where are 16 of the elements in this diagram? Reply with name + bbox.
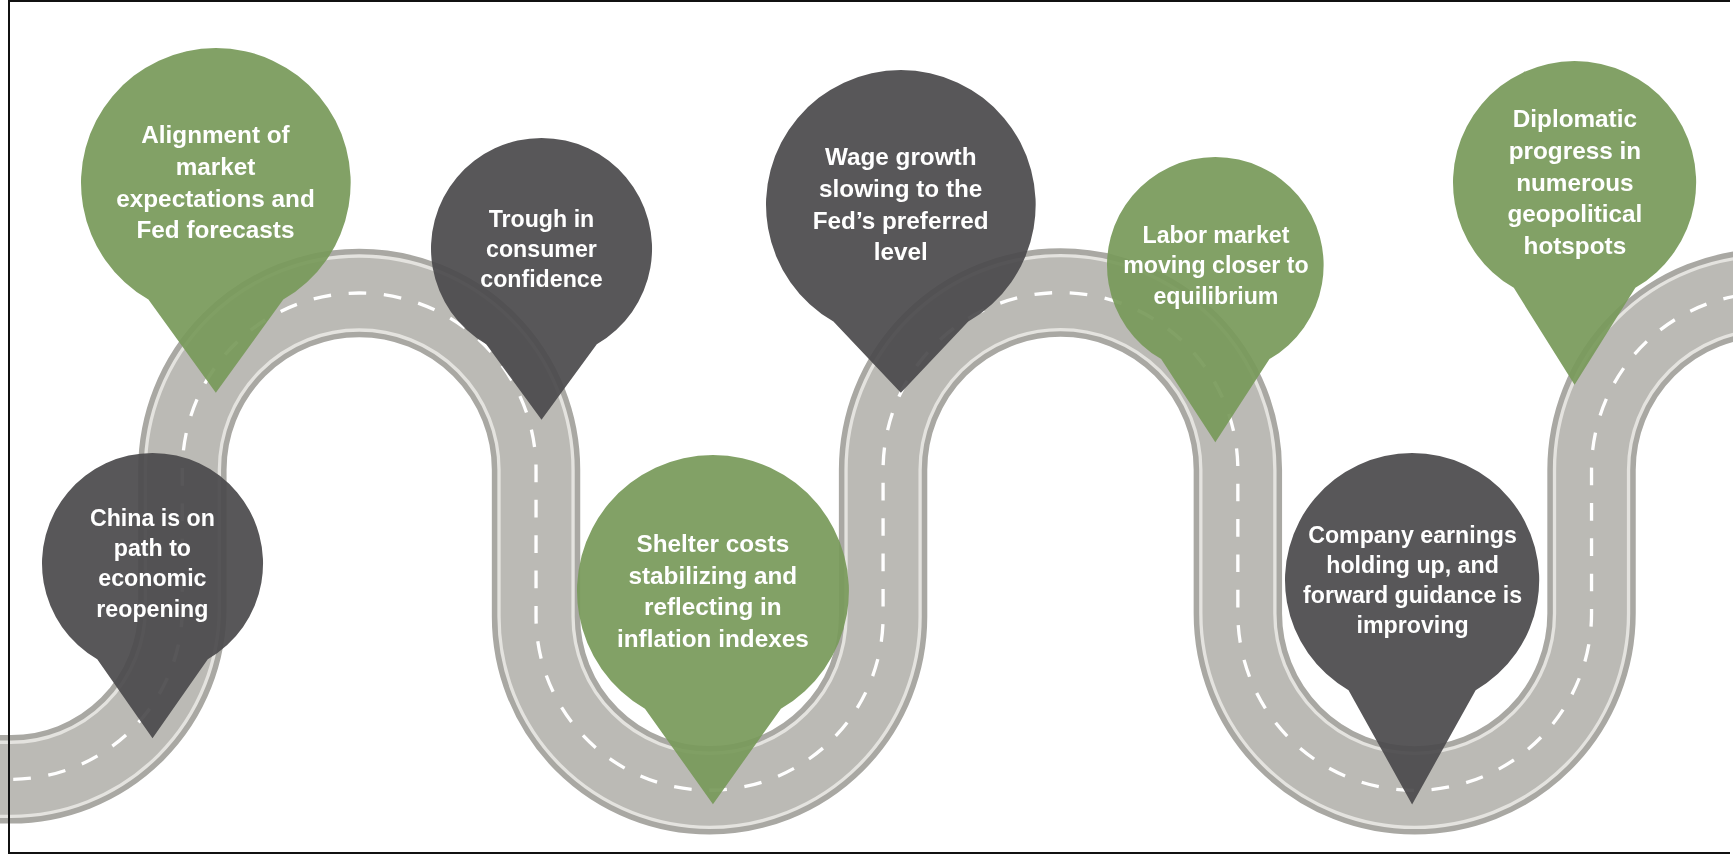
pin-text: Company earnings holding up, and forward guidance is improving xyxy=(1302,520,1524,641)
pin-text: Trough in consumer confidence xyxy=(479,204,604,294)
pin-text: Diplomatic progress in numerous geopolitical hotspots xyxy=(1506,104,1644,261)
map-pin-marker xyxy=(1107,156,1325,443)
pin-text: Alignment of market expectations and Fed forecasts xyxy=(115,120,316,246)
map-pin-marker xyxy=(1453,60,1697,385)
pin-text: Shelter costs stabilizing and reflecting in inflation indexes xyxy=(616,529,810,655)
pin-text: Labor market moving closer to equilibrium xyxy=(1122,221,1310,311)
map-pin-marker xyxy=(765,69,1036,393)
map-pin-marker xyxy=(431,138,653,420)
map-pin-marker xyxy=(42,453,263,739)
map-pin-marker xyxy=(80,47,351,393)
pin-text: Wage growth slowing to the Fed’s preferred level xyxy=(811,142,990,268)
map-pin-marker xyxy=(576,455,849,805)
pin-text: China is on path to economic reopening xyxy=(88,504,216,624)
map-pin-marker xyxy=(1285,453,1540,805)
